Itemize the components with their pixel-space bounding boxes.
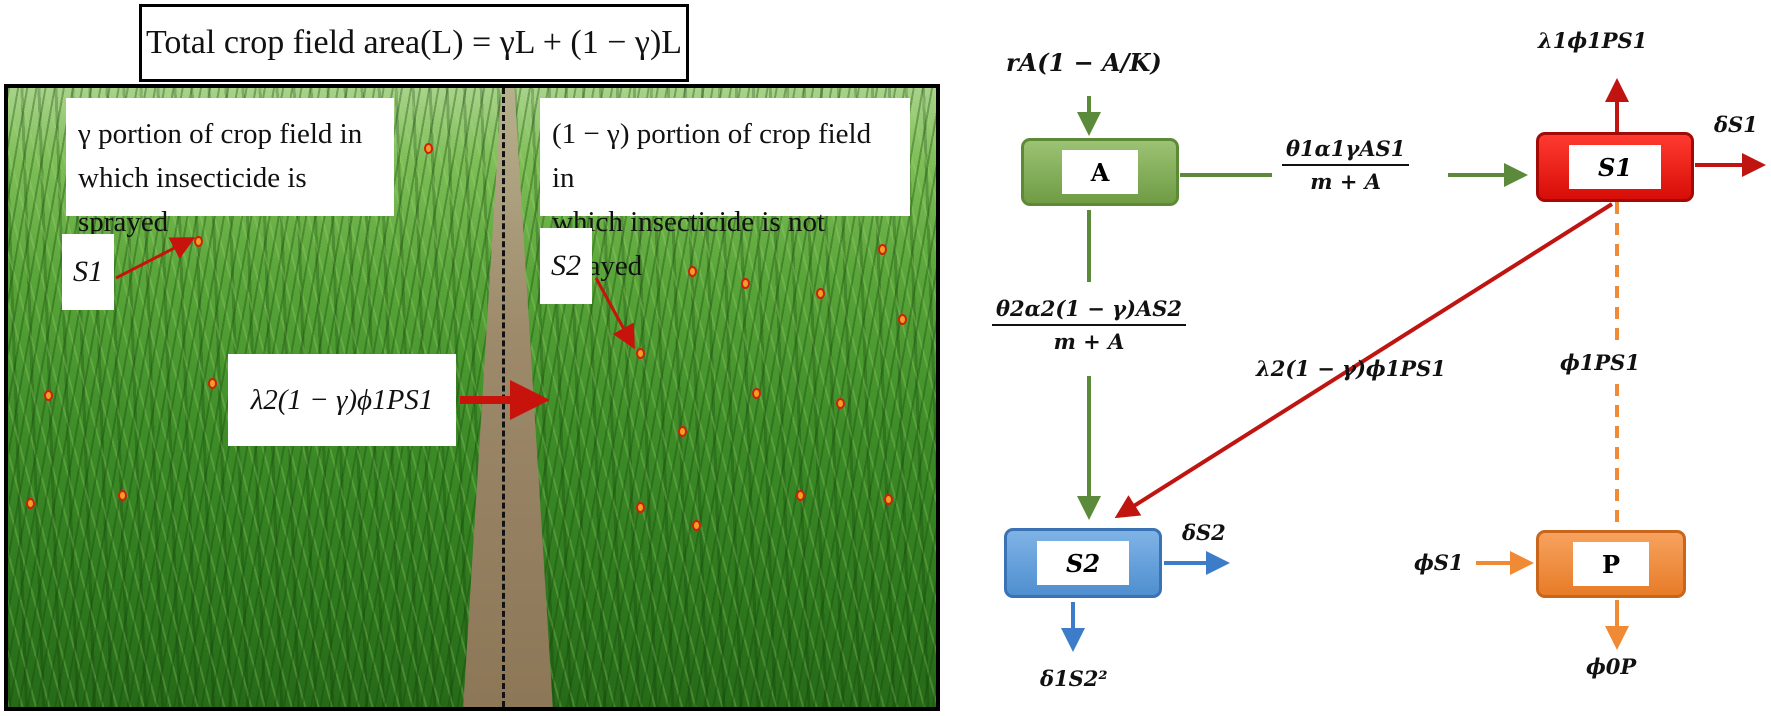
a-to-s2-fraction: θ2α2(1 − γ)AS2 m + A <box>992 296 1187 354</box>
aphid-dot <box>636 502 645 513</box>
aphid-dot <box>816 288 825 299</box>
node-a: A <box>1021 138 1179 206</box>
s1-to-s2-arrow <box>1114 202 1614 519</box>
aphid-dot <box>44 390 53 401</box>
aphid-dot <box>678 426 687 437</box>
aphid-dot <box>796 490 805 501</box>
aphid-dot <box>878 244 887 255</box>
aphid-dot <box>836 398 845 409</box>
aphid-dot <box>898 314 907 325</box>
s2-right-out-label: δS2 <box>1182 520 1226 545</box>
node-p: P <box>1536 530 1686 598</box>
node-s1-label: S1 <box>1597 152 1633 182</box>
p-in-label: ϕS1 <box>1414 550 1464 575</box>
s1-to-s2-label: λ2(1 − γ)ϕ1PS1 <box>1256 356 1446 381</box>
s2-bottom-out-label: δ1S2² <box>1040 666 1108 691</box>
crop-field-photo: γ portion of crop field in which insecti… <box>4 84 940 711</box>
migration-photo-label: λ2(1 − γ)ϕ1PS1 <box>228 354 456 446</box>
unsprayed-portion-label: (1 − γ) portion of crop field in which i… <box>540 98 910 282</box>
photo-arrows <box>115 237 635 420</box>
s1-photo-label: S1 <box>62 234 114 310</box>
node-s1: S1 <box>1536 132 1694 202</box>
title-text: Total crop field area(L) = γL + (1 − γ)L <box>145 24 683 61</box>
aphid-dot <box>741 278 750 289</box>
s1-top-out-label: λ1ϕ1PS1 <box>1538 28 1648 53</box>
s2-pointer-arrow <box>594 277 635 350</box>
aphid-dot <box>688 266 697 277</box>
aphid-dot <box>208 378 217 389</box>
node-a-label: A <box>1090 157 1110 187</box>
s1-to-p-label: ϕ1PS1 <box>1560 350 1640 375</box>
a-to-s1-fraction: θ1α1γAS1 m + A <box>1282 136 1410 194</box>
node-s2: S2 <box>1004 528 1162 598</box>
s2-photo-label: S2 <box>540 228 592 304</box>
aphid-dot <box>424 143 433 154</box>
sprayed-label-line2: which insecticide is sprayed <box>78 162 307 238</box>
total-area-title: Total crop field area(L) = γL + (1 − γ)L <box>139 4 689 82</box>
aphid-dot <box>636 348 645 359</box>
s1-right-out-label: δS1 <box>1714 112 1758 137</box>
aphid-dot <box>26 498 35 509</box>
sprayed-label-line1: γ portion of crop field in <box>78 118 363 150</box>
aphid-dot <box>884 494 893 505</box>
aphid-dot <box>118 490 127 501</box>
growth-label: rA(1 − A/K) <box>1006 48 1162 77</box>
aphid-dot <box>752 388 761 399</box>
s1-pointer-arrow <box>115 237 196 280</box>
node-s2-label: S2 <box>1065 548 1101 578</box>
node-p-label: P <box>1601 549 1621 579</box>
sprayed-portion-label: γ portion of crop field in which insecti… <box>66 98 394 238</box>
aphid-dot <box>692 520 701 531</box>
p-out-label: ϕ0P <box>1586 654 1637 679</box>
unsprayed-label-line1: (1 − γ) portion of crop field in <box>552 118 872 194</box>
